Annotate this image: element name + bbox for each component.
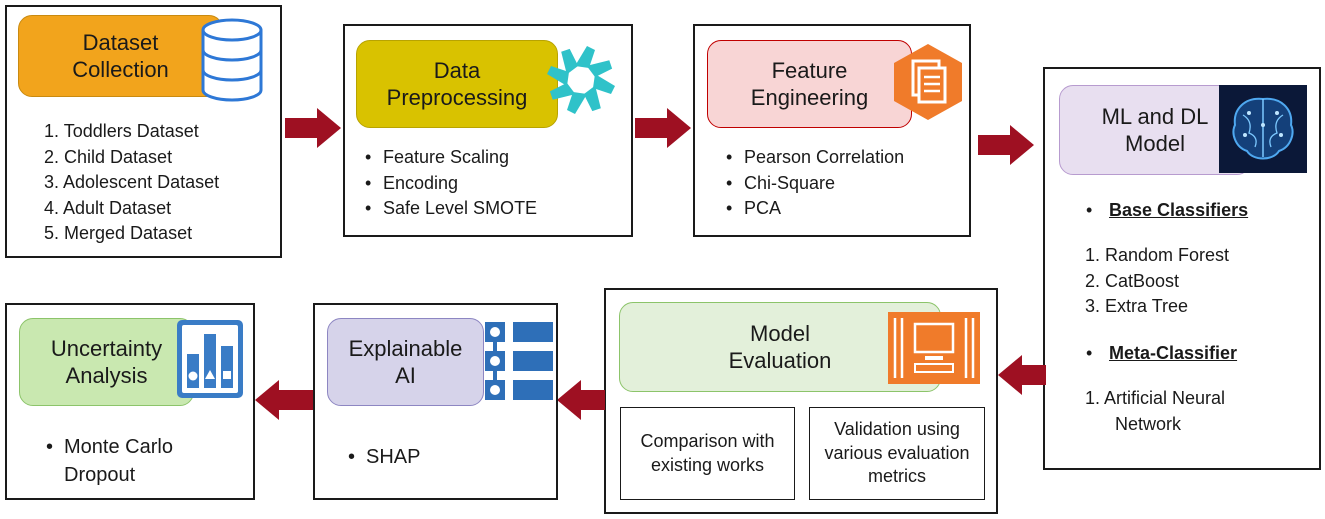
xai-title: Explainable AI (327, 318, 484, 406)
uncertainty-title: Uncertainty Analysis (19, 318, 194, 406)
list-item: 2. Child Dataset (44, 146, 173, 167)
arrow-left-icon (557, 380, 605, 420)
documents-icon (894, 44, 962, 120)
arrow-right-icon (978, 125, 1034, 165)
brain-icon (1219, 85, 1307, 173)
base-classifiers-list: 1. Random Forest 2. CatBoost 3. Extra Tr… (1085, 243, 1229, 320)
list-item: Safe Level SMOTE (383, 196, 537, 222)
xai-list: SHAP (366, 445, 420, 471)
meta-classifier-list: 1. Artificial Neural Network (1085, 386, 1225, 437)
arrow-right-icon (635, 108, 691, 148)
arrow-left-icon (255, 380, 313, 420)
list-item: 1. Artificial Neural (1085, 388, 1226, 408)
list-item: Encoding (383, 171, 537, 197)
arrow-left-icon (998, 355, 1046, 395)
list-item: 3. Adolescent Dataset (44, 172, 220, 192)
preprocessing-list: Feature Scaling Encoding Safe Level SMOT… (383, 145, 537, 222)
list-item: Network (1115, 413, 1182, 434)
preprocessing-title: Data Preprocessing (356, 40, 558, 128)
list-item: Pearson Correlation (744, 145, 904, 171)
validation-box: Validation using various evaluation metr… (809, 407, 985, 500)
database-icon (201, 18, 263, 102)
dataset-list: 1. Toddlers Dataset 2. Child Dataset 3. … (44, 119, 219, 247)
computer-icon (888, 312, 980, 384)
list-item: Chi-Square (744, 171, 904, 197)
uncertainty-list: Monte Carlo Dropout (64, 433, 173, 489)
list-item: 5. Merged Dataset (44, 223, 193, 243)
comparison-box: Comparison with existing works (620, 407, 795, 500)
list-item: SHAP (366, 445, 420, 471)
bar-chart-icon (177, 320, 243, 398)
evaluation-title: Model Evaluation (619, 302, 941, 392)
list-item: Feature Scaling (383, 145, 537, 171)
list-item: Monte Carlo (64, 433, 173, 461)
meta-classifier-header: Meta-Classifier (1104, 341, 1237, 367)
list-item: 1. Toddlers Dataset (44, 121, 199, 141)
list-item: 3. Extra Tree (1085, 296, 1189, 316)
list-icon (485, 322, 553, 400)
list-item: 2. CatBoost (1085, 270, 1180, 291)
arrow-right-icon (285, 108, 341, 148)
list-item: Dropout (64, 464, 136, 486)
base-classifiers-header: Base Classifiers (1104, 198, 1248, 224)
list-item: 4. Adult Dataset (44, 197, 172, 218)
feature-engineering-title: Feature Engineering (707, 40, 912, 128)
list-item: PCA (744, 196, 904, 222)
feature-engineering-list: Pearson Correlation Chi-Square PCA (744, 145, 904, 222)
gear-icon (547, 46, 615, 114)
dataset-collection-title: Dataset Collection (18, 15, 223, 97)
list-item: 1. Random Forest (1085, 245, 1230, 265)
